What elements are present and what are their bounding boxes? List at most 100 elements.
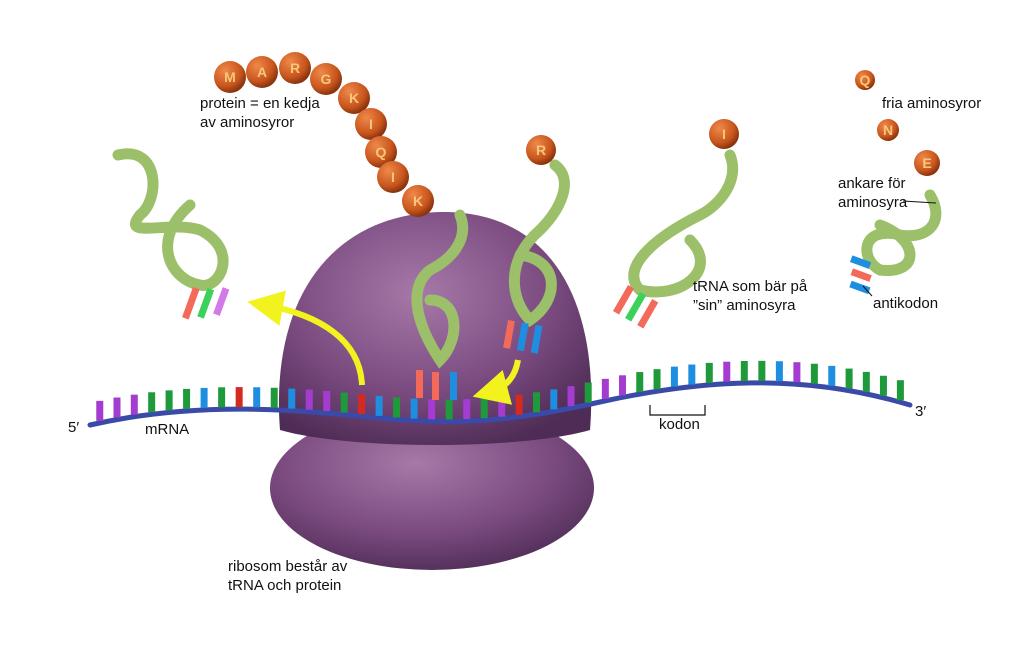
nucleotide bbox=[515, 394, 523, 415]
trna-waiting bbox=[628, 149, 739, 298]
amino-acid-letter: K bbox=[413, 193, 423, 209]
amino-acid-letter: K bbox=[349, 90, 359, 106]
mrna-strand bbox=[87, 380, 913, 428]
free-amino-acid: Q bbox=[855, 70, 875, 90]
nucleotide bbox=[235, 387, 243, 408]
three-prime-label: 3′ bbox=[915, 403, 927, 420]
anchor-label-line1: ankare för bbox=[838, 175, 906, 192]
nucleotide bbox=[463, 399, 471, 420]
protein-label-line2: av aminosyror bbox=[200, 114, 295, 131]
amino-acid-letter: R bbox=[536, 142, 546, 158]
nucleotide bbox=[793, 362, 801, 383]
nucleotide bbox=[375, 395, 383, 416]
nucleotide bbox=[428, 399, 436, 420]
trna-label: tRNA som bär på ”sin” aminosyra bbox=[693, 277, 807, 315]
nucleotide bbox=[619, 375, 627, 396]
protein-chain-amino-acid: G bbox=[310, 63, 342, 95]
amino-acid-letter: G bbox=[321, 71, 332, 87]
nucleotide bbox=[705, 362, 713, 383]
protein-chain-amino-acid: R bbox=[279, 52, 311, 84]
nucleotide bbox=[393, 397, 401, 418]
anchor-label-line2: aminosyra bbox=[838, 194, 908, 211]
nucleotide bbox=[270, 387, 278, 408]
protein-label: protein = en kedja av aminosyror bbox=[200, 94, 320, 132]
nucleotide bbox=[828, 365, 836, 386]
nucleotide bbox=[688, 364, 696, 385]
nucleotide bbox=[550, 389, 558, 410]
nucleotide bbox=[879, 375, 887, 396]
anticodons bbox=[182, 255, 872, 400]
nucleotide bbox=[305, 389, 313, 410]
ribosome-label-line2: tRNA och protein bbox=[228, 577, 342, 594]
nucleotide bbox=[218, 387, 226, 408]
free-amino-acid: E bbox=[914, 150, 940, 176]
nucleotide bbox=[253, 387, 261, 408]
ribosome-label-line1: ribosom består av bbox=[228, 558, 348, 575]
nucleotide bbox=[670, 366, 678, 387]
ribosome-small-subunit bbox=[270, 406, 594, 570]
nucleotide bbox=[340, 392, 348, 413]
amino-acid-letter: I bbox=[369, 116, 373, 132]
protein-label-line1: protein = en kedja bbox=[200, 95, 320, 112]
trna-exiting bbox=[112, 148, 229, 291]
trna-label-line2: ”sin” aminosyra bbox=[693, 297, 796, 314]
nucleotide bbox=[775, 361, 783, 382]
nucleotide bbox=[758, 360, 766, 381]
ribosome-label: ribosom består av tRNA och protein bbox=[228, 557, 347, 595]
nucleotide bbox=[845, 368, 853, 389]
amino-acid-letter: N bbox=[883, 122, 893, 138]
trna-free bbox=[861, 189, 942, 276]
nucleotide bbox=[480, 398, 488, 419]
nucleotide bbox=[532, 392, 540, 413]
nucleotide bbox=[445, 399, 453, 420]
nucleotide bbox=[636, 372, 644, 393]
five-prime-label: 5′ bbox=[68, 419, 80, 436]
protein-chain-amino-acid: I bbox=[355, 108, 387, 140]
mrna-label: mRNA bbox=[145, 421, 190, 438]
nucleotide bbox=[323, 391, 331, 412]
anticodon-label: antikodon bbox=[873, 295, 939, 312]
free-amino-label: fria aminosyror bbox=[882, 95, 982, 112]
trna-aminoacyl bbox=[508, 159, 570, 328]
protein-chain-amino-acid: K bbox=[402, 185, 434, 217]
protein-chain-amino-acid: Q bbox=[365, 136, 397, 168]
amino-acid-letter: I bbox=[391, 169, 395, 185]
nucleotide bbox=[723, 361, 731, 382]
nucleotide bbox=[740, 361, 748, 382]
trna-label-line1: tRNA som bär på bbox=[693, 278, 808, 295]
nucleotide bbox=[601, 378, 609, 399]
amino-acid-letter: Q bbox=[376, 144, 387, 160]
trna-molecules bbox=[112, 148, 942, 369]
anchor-pointer bbox=[902, 200, 937, 204]
codon-label: kodon bbox=[659, 416, 700, 433]
nucleotide bbox=[130, 394, 138, 415]
trna-amino-acid: I bbox=[709, 119, 739, 149]
nucleotide bbox=[358, 394, 366, 415]
nucleotide bbox=[896, 380, 904, 401]
protein-chain-amino-acid: A bbox=[246, 56, 278, 88]
nucleotide bbox=[410, 398, 418, 419]
incoming-amino-acid: R bbox=[526, 135, 556, 165]
amino-acid-letter: A bbox=[257, 64, 267, 80]
protein-chain-amino-acid: M bbox=[214, 61, 246, 93]
anticodon-pointer bbox=[862, 285, 873, 297]
amino-acid-letter: Q bbox=[860, 72, 871, 88]
nucleotide bbox=[653, 369, 661, 390]
nucleotide bbox=[567, 386, 575, 407]
nucleotide bbox=[96, 400, 104, 421]
nucleotide bbox=[810, 363, 818, 384]
protein-chain-amino-acid: K bbox=[338, 82, 370, 114]
protein-chain-amino-acid: I bbox=[377, 161, 409, 193]
nucleotide bbox=[862, 371, 870, 392]
exit-arrow bbox=[247, 290, 365, 386]
entry-arrow bbox=[472, 359, 521, 405]
nucleotide bbox=[498, 396, 506, 417]
nucleotide bbox=[183, 388, 191, 409]
free-amino-acid: N bbox=[877, 119, 899, 141]
nucleotide bbox=[584, 382, 592, 403]
codon-bracket bbox=[649, 405, 706, 416]
nucleotides bbox=[96, 360, 904, 421]
nucleotide bbox=[113, 397, 121, 418]
amino-acid-letter: E bbox=[922, 155, 931, 171]
